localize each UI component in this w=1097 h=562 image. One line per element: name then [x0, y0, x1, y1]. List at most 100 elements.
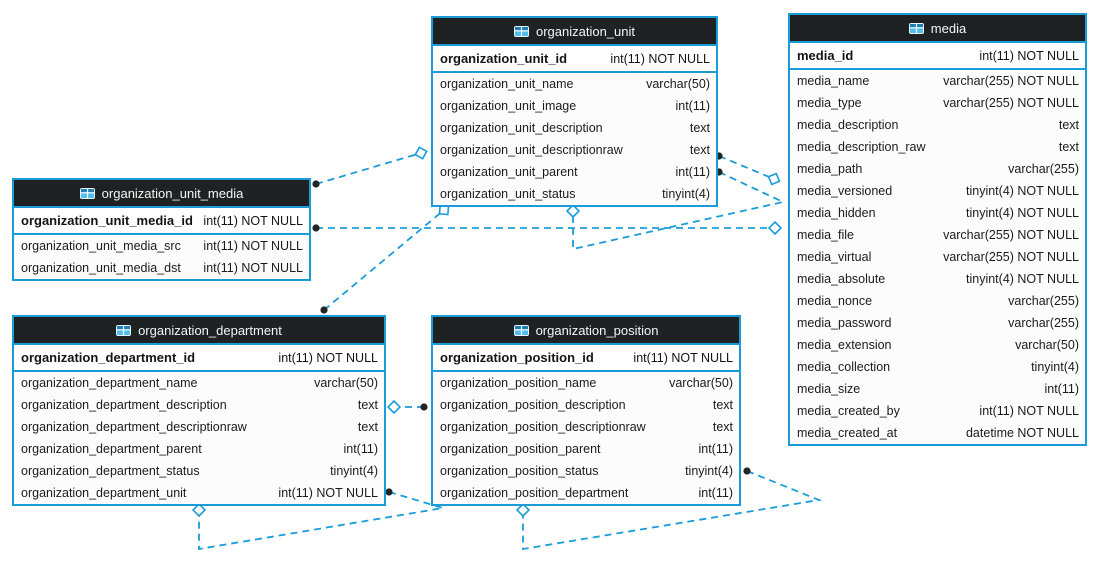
column-name: media_password [797, 316, 892, 330]
column-type: varchar(50) [314, 376, 378, 390]
table-title: media [930, 20, 967, 36]
table-title: organization_unit_media [101, 185, 244, 201]
column-type: text [1058, 118, 1079, 132]
table-organization_unit_media[interactable]: organization_unit_media organization_unit… [12, 178, 311, 281]
column-name: organization_unit_descriptionraw [440, 143, 623, 157]
column-type: varchar(255) NOT NULL [943, 228, 1079, 242]
column-name: media_name [797, 74, 870, 88]
table-icon [116, 324, 132, 336]
column-type: text [689, 143, 710, 157]
relationship-organization_position-self-reference[interactable] [515, 467, 823, 551]
column-type: tinyint(4) [662, 187, 710, 201]
column-type: int(11) NOT NULL [203, 261, 303, 275]
column-type: tinyint(4) NOT NULL [966, 184, 1079, 198]
table-header[interactable]: organization_position [433, 317, 739, 345]
table-header[interactable]: organization_unit [433, 18, 716, 46]
many-end-dot-icon [385, 488, 393, 496]
column-name: organization_unit_media_dst [21, 261, 181, 275]
column-name: media_created_at [797, 426, 898, 440]
column-type: text [689, 121, 710, 135]
column-name: media_created_by [797, 404, 900, 418]
column-row: media_password varchar(255) [790, 312, 1085, 334]
table-title: organization_department [138, 322, 282, 338]
column-name: organization_position_status [440, 464, 599, 478]
column-type: int(11) [1044, 382, 1079, 396]
column-name: media_nonce [797, 294, 873, 308]
relationship-organization_unit_media-to-organization_unit[interactable] [312, 146, 428, 188]
column-type: text [357, 398, 378, 412]
table-icon [513, 324, 529, 336]
many-end-dot-icon [743, 467, 751, 475]
column-type: varchar(50) [669, 376, 733, 390]
table-header[interactable]: organization_department [14, 317, 384, 345]
column-name: media_description [797, 118, 899, 132]
one-end-diamond-icon [767, 220, 783, 236]
column-row: organization_position_status tinyint(4) [433, 460, 739, 482]
column-name: media_hidden [797, 206, 876, 220]
table-icon [908, 22, 924, 34]
table-icon [513, 25, 529, 37]
relationship-line [572, 171, 786, 251]
column-row: organization_unit_media_dst int(11) NOT N… [14, 257, 309, 279]
column-type: varchar(255) [1008, 294, 1079, 308]
column-type: int(11) NOT NULL [979, 404, 1079, 418]
column-type: datetime NOT NULL [965, 426, 1079, 440]
column-type: varchar(50) [1015, 338, 1079, 352]
column-type: int(11) NOT NULL [610, 51, 710, 66]
column-name: media_description_raw [797, 140, 926, 154]
many-end-dot-icon [320, 306, 328, 314]
column-type: tinyint(4) NOT NULL [966, 206, 1079, 220]
column-type: int(11) NOT NULL [203, 213, 303, 228]
column-name: organization_position_department [440, 486, 629, 500]
relationship-organization_unit-to-media[interactable] [715, 152, 781, 186]
column-type: tinyint(4) [685, 464, 733, 478]
column-type: text [1058, 140, 1079, 154]
column-name: media_virtual [797, 250, 872, 264]
relationship-line [198, 491, 444, 551]
relationship-organization_position-to-organization_department[interactable] [386, 399, 428, 415]
column-type: int(11) [698, 442, 733, 456]
relationship-organization_department-self-reference[interactable] [191, 488, 444, 551]
many-end-dot-icon [420, 403, 428, 411]
table-header[interactable]: organization_unit_media [14, 180, 309, 208]
column-type: tinyint(4) [1031, 360, 1079, 374]
relationship-organization_unit_media-to-media[interactable] [312, 220, 783, 236]
table-organization_department[interactable]: organization_department organization_depa… [12, 315, 386, 506]
table-header[interactable]: media [790, 15, 1085, 43]
table-organization_position[interactable]: organization_position organization_positi… [431, 315, 741, 506]
one-end-diamond-icon [565, 203, 581, 219]
column-name: media_size [797, 382, 861, 396]
column-type: int(11) [675, 165, 710, 179]
column-row: media_size int(11) [790, 378, 1085, 400]
column-type: int(11) NOT NULL [203, 239, 303, 253]
table-title: organization_position [535, 322, 659, 338]
column-name: organization_position_id [440, 350, 594, 365]
column-row: media_created_at datetime NOT NULL [790, 422, 1085, 444]
relationship-organization_department-to-organization_unit[interactable] [320, 204, 450, 314]
table-title: organization_unit [535, 23, 636, 39]
many-end-dot-icon [312, 180, 320, 188]
column-name: organization_unit_id [440, 51, 568, 66]
column-type: varchar(255) [1008, 316, 1079, 330]
column-type: int(11) NOT NULL [278, 486, 378, 500]
column-name: organization_department_status [21, 464, 200, 478]
